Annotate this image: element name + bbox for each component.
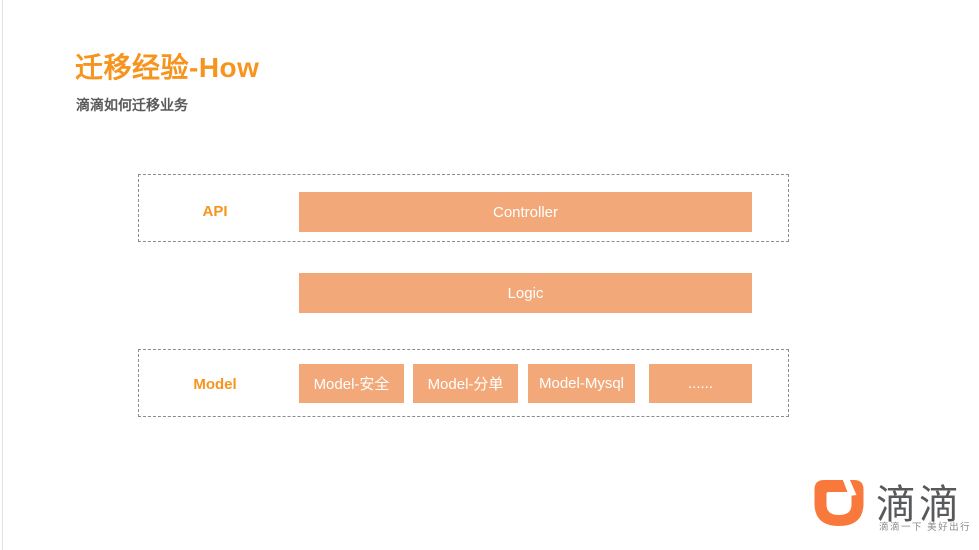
- model-box-mysql: Model-Mysql: [528, 364, 635, 403]
- model-layer-label: Model: [193, 376, 237, 393]
- api-layer-label: API: [202, 203, 228, 220]
- didi-tagline: 滴滴一下 美好出行: [879, 522, 972, 533]
- model-box-security: Model-安全: [299, 364, 404, 403]
- didi-logo-icon: [814, 479, 864, 526]
- left-edge-line: [2, 0, 3, 550]
- page-title: 迁移经验-How: [75, 52, 260, 83]
- controller-bar: Controller: [299, 192, 752, 232]
- didi-logo: 滴滴 滴滴一下 美好出行: [813, 474, 973, 536]
- api-layer-group: [138, 174, 789, 242]
- model-box-dispatch: Model-分单: [413, 364, 518, 403]
- logic-bar: Logic: [299, 273, 752, 313]
- model-box-ellipsis: ......: [649, 364, 752, 403]
- page-subtitle: 滴滴如何迁移业务: [76, 97, 188, 113]
- model-layer-group: [138, 349, 789, 417]
- didi-wordmark: 滴滴: [876, 483, 962, 527]
